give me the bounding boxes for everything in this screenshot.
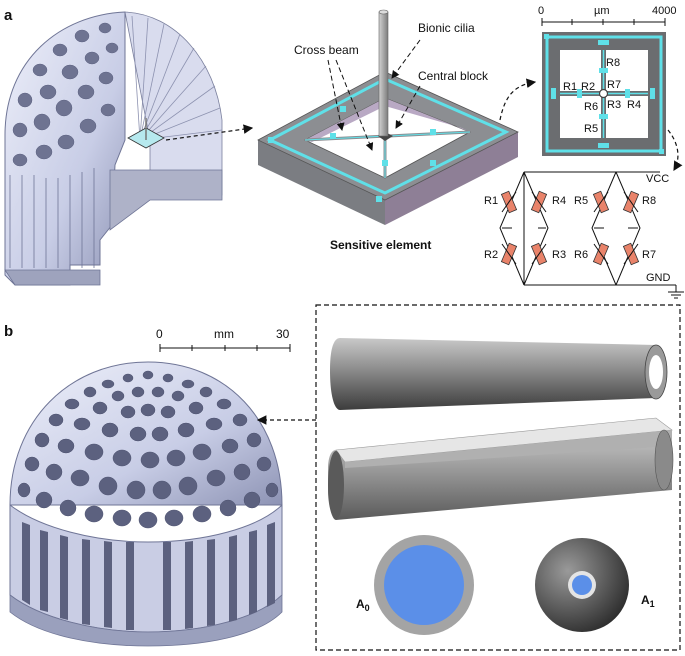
circuit-r6: R6 bbox=[574, 249, 588, 261]
sensitive-element-label: Sensitive element bbox=[330, 238, 431, 252]
micron-scale-start: 0 bbox=[538, 5, 544, 17]
element-to-topview-arrow bbox=[499, 78, 537, 121]
micron-scale-bar bbox=[541, 18, 666, 26]
circuit-r5: R5 bbox=[574, 195, 588, 207]
topview-r1: R1 bbox=[563, 81, 577, 93]
cross-beam-leader-1 bbox=[327, 59, 345, 131]
circuit-r4: R4 bbox=[552, 195, 566, 207]
mm-scale-end: 30 bbox=[276, 327, 290, 341]
bridge-circuit bbox=[499, 171, 684, 299]
central-block-leader bbox=[395, 85, 421, 129]
bionic-cilia-leader bbox=[391, 39, 421, 79]
mm-scale-bar bbox=[159, 344, 291, 352]
circuit-r1: R1 bbox=[484, 195, 498, 207]
micron-scale-end: 4000 bbox=[652, 5, 676, 17]
bridge-resistors bbox=[500, 190, 640, 266]
cross-beam-label: Cross beam bbox=[294, 43, 359, 57]
topview-r3: R3 bbox=[607, 99, 621, 111]
gnd-label: GND bbox=[646, 272, 671, 284]
circuit-r7: R7 bbox=[642, 249, 656, 261]
topview-r8: R8 bbox=[606, 57, 620, 69]
dome-to-element-arrow bbox=[165, 124, 254, 141]
central-block-label: Central block bbox=[418, 69, 489, 83]
topview-r6: R6 bbox=[584, 101, 598, 113]
cross-beam-leader-2 bbox=[335, 59, 374, 151]
top-view-chip bbox=[542, 32, 666, 156]
topview-r2: R2 bbox=[581, 81, 595, 93]
panel-b-letter: b bbox=[4, 323, 13, 340]
bionic-cilia-label: Bionic cilia bbox=[418, 21, 475, 35]
topview-to-circuit-arrow bbox=[667, 129, 683, 172]
tapered-tube bbox=[330, 338, 668, 410]
tapered-tube-section bbox=[328, 417, 674, 520]
panel-a-letter: a bbox=[4, 7, 13, 24]
vcc-label: VCC bbox=[646, 173, 669, 185]
a1-label: A1 bbox=[641, 593, 655, 609]
a0-label: A0 bbox=[356, 597, 370, 613]
cross-section-a1 bbox=[535, 538, 629, 632]
topview-r5: R5 bbox=[584, 123, 598, 135]
circuit-r8: R8 bbox=[642, 195, 656, 207]
circuit-r3: R3 bbox=[552, 249, 566, 261]
cross-section-a0 bbox=[374, 535, 474, 635]
sensitive-element bbox=[257, 9, 519, 225]
bridge-resistor-arrows bbox=[501, 191, 639, 265]
mm-scale-unit: mm bbox=[214, 327, 234, 341]
full-dome bbox=[9, 361, 283, 647]
circuit-r2: R2 bbox=[484, 249, 498, 261]
cutaway-dome bbox=[4, 11, 223, 286]
topview-r4: R4 bbox=[627, 99, 641, 111]
detail-box bbox=[315, 304, 681, 651]
micron-scale-unit: µm bbox=[594, 5, 610, 17]
mm-scale-start: 0 bbox=[156, 327, 163, 341]
topview-r7: R7 bbox=[607, 79, 621, 91]
